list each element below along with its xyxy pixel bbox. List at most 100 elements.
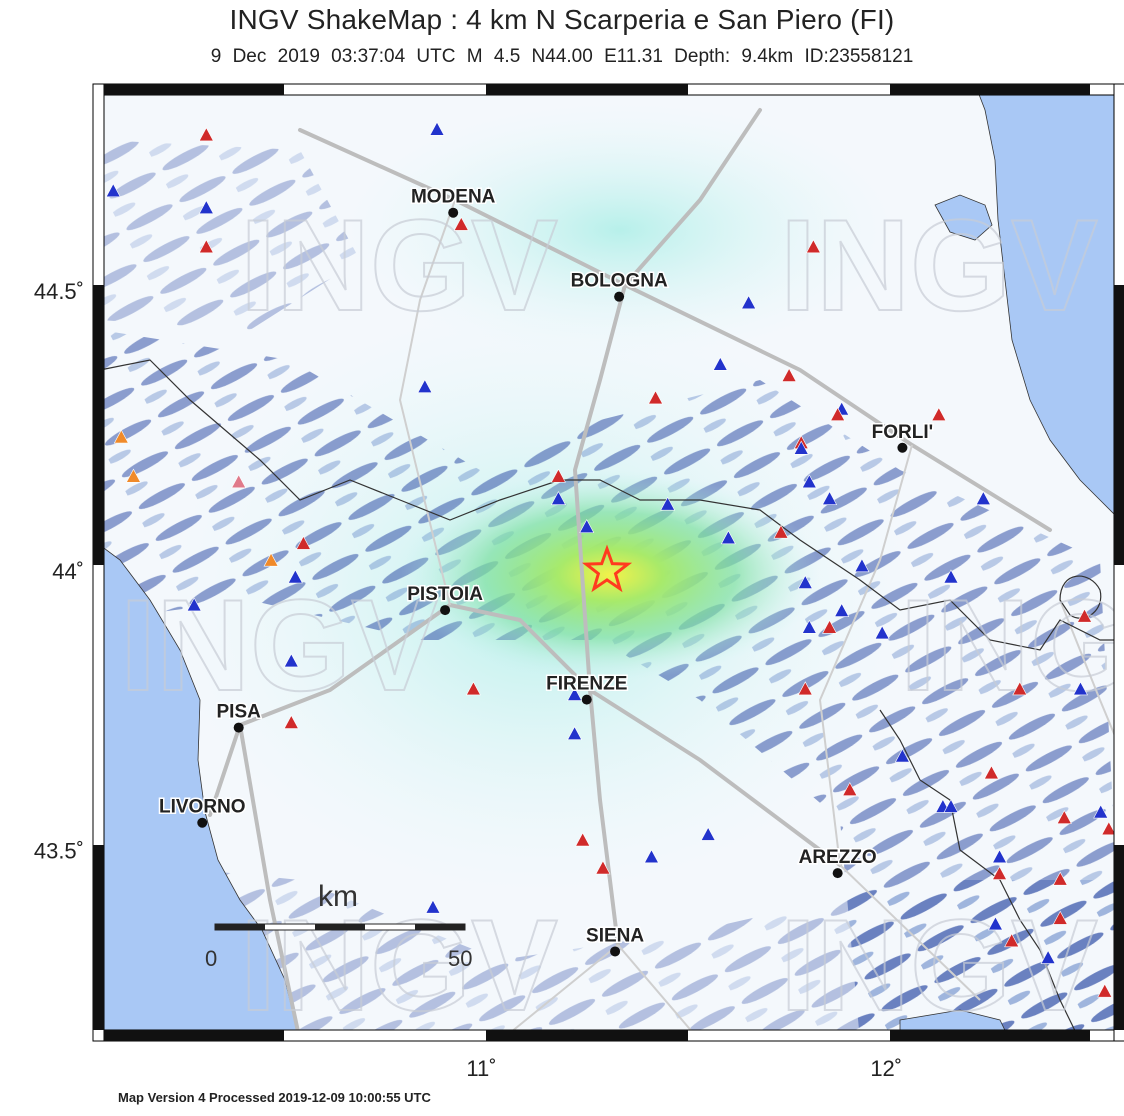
station-red-triangle (595, 860, 611, 875)
station-orange-triangle (125, 468, 141, 483)
station-blue-triangle (283, 653, 299, 668)
station-blue-triangle (550, 491, 566, 505)
station-red-triangle (1012, 681, 1028, 696)
city-label: AREZZO (799, 847, 877, 868)
city-marker (897, 442, 908, 453)
relief-northwest (100, 140, 360, 330)
station-blue-triangle (712, 356, 728, 371)
station-blue-triangle (720, 530, 736, 545)
station-blue-triangle (660, 496, 676, 511)
station-red-triangle (1052, 910, 1068, 925)
city-label: PISA (217, 702, 262, 723)
city-marker (233, 722, 244, 733)
station-blue-triangle (987, 916, 1003, 931)
station-blue-triangle (1040, 949, 1056, 964)
map-title: INGV ShakeMap : 4 km N Scarperia e San P… (229, 4, 895, 35)
lat-tick-label: 44.5˚ (34, 279, 84, 304)
station-red-triangle (830, 407, 846, 421)
lat-tick-label: 44˚ (52, 559, 84, 584)
watermark: INGV INGV INGV INGV INGV INGV (119, 191, 1124, 1039)
station-red-triangle (465, 681, 481, 696)
station-blue-triangle (797, 574, 813, 589)
station-red-triangle (550, 468, 566, 483)
station-red-triangle (575, 832, 591, 847)
svg-text:INGV: INGV (780, 892, 1098, 1038)
station-red-triangle (805, 239, 821, 254)
city-label: SIENA (586, 925, 644, 946)
station-blue-triangle (975, 491, 991, 505)
station-red-triangle (797, 681, 813, 696)
station-blue-triangle (801, 474, 817, 489)
svg-text:INGV: INGV (240, 192, 558, 338)
station-orange-triangle (263, 552, 279, 567)
scale-unit: km (318, 880, 358, 913)
station-red-triangle (781, 367, 797, 382)
lon-tick-label: 12˚ (870, 1056, 902, 1081)
station-blue-triangle (567, 726, 583, 740)
station-red-triangle (198, 239, 214, 254)
roads (208, 108, 1052, 1041)
intensity-halo-north (340, 100, 900, 360)
city-label: BOLOGNA (571, 271, 668, 292)
scale-label-fifty: 50 (448, 946, 472, 971)
station-red-triangle (822, 619, 838, 634)
station-red-triangle (931, 407, 947, 421)
station-blue-triangle (943, 798, 959, 813)
station-blue-triangle (1093, 804, 1109, 819)
station-blue-triangle (198, 199, 214, 214)
event-info: 9 Dec 2019 03:37:04 UTC M 4.5 N44.00 E11… (210, 46, 914, 67)
city-label: MODENA (411, 187, 496, 208)
city-marker (448, 207, 459, 218)
sea-adriatic (974, 84, 1124, 525)
city-marker (581, 694, 592, 705)
city-marker (197, 817, 208, 828)
city-marker (614, 291, 625, 302)
station-blue-triangle (741, 295, 757, 310)
station-red-triangle (1056, 810, 1072, 824)
station-red-triangle (983, 765, 999, 780)
svg-text:INGV: INGV (900, 572, 1124, 718)
map-frame (92, 83, 1124, 1042)
station-red-triangle (1004, 933, 1020, 948)
city-label: LIVORNO (159, 797, 246, 818)
station-red-triangle (842, 782, 858, 796)
station-blue-triangle (425, 899, 441, 914)
relief-apennines (100, 330, 1124, 1041)
city-label: FIRENZE (546, 674, 627, 695)
station-blue-triangle (894, 748, 910, 763)
station-blue-triangle (417, 379, 433, 394)
svg-text:INGV: INGV (780, 192, 1098, 338)
station-red-triangle (1077, 608, 1093, 623)
station-red-triangle (1101, 821, 1117, 836)
station-red-triangle (295, 535, 311, 550)
station-blue-triangle (567, 686, 583, 701)
station-orange-triangle (113, 429, 129, 444)
lagoon (934, 194, 993, 241)
station-blue-triangle (105, 183, 121, 198)
lat-tick-label: 43.5˚ (34, 839, 84, 864)
lon-tick-label: 11˚ (466, 1056, 496, 1081)
station-blue-triangle (643, 849, 659, 864)
station-red-triangle (453, 216, 469, 231)
station-blue-triangle (874, 625, 890, 640)
city-label: FORLI' (872, 422, 934, 443)
station-blue-triangle (822, 491, 838, 505)
station-red-triangle (1052, 871, 1068, 886)
svg-text:INGV: INGV (240, 892, 558, 1038)
city-marker (610, 946, 621, 957)
station-blue-triangle (700, 826, 716, 841)
station-blue-triangle (854, 558, 870, 573)
station-red-triangle (283, 714, 299, 729)
city-label: PISTOIA (407, 584, 483, 605)
station-blue-triangle (287, 569, 303, 584)
scale-label-zero: 0 (205, 946, 217, 971)
station-red-triangle (648, 390, 664, 405)
station-red-triangle (773, 524, 789, 539)
axis-ticks: 11˚ 12˚ 44.5˚ 44˚ 43.5˚ (34, 279, 902, 1081)
station-red-triangle (198, 127, 214, 142)
station-pink-triangle (231, 474, 247, 489)
station-blue-triangle (834, 602, 850, 617)
station-blue-triangle (186, 597, 202, 612)
station-blue-triangle (943, 569, 959, 584)
city-marker (832, 868, 843, 879)
